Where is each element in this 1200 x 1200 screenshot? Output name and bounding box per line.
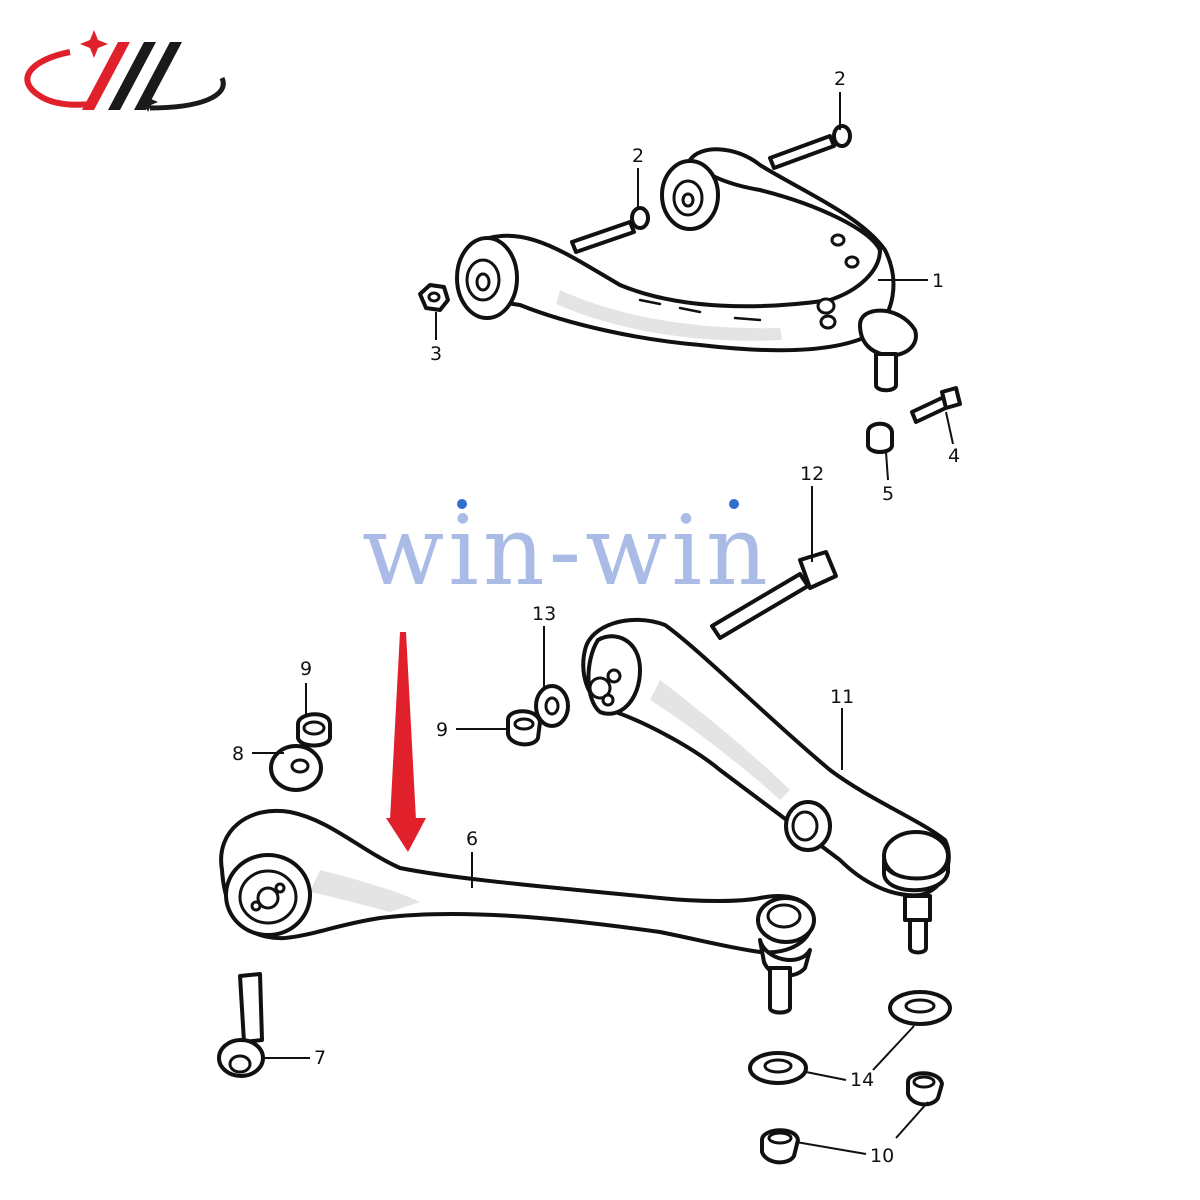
nut-10-b [760,1128,800,1165]
lower-control-arm [219,808,816,1015]
callout-9-left: 9 [300,658,312,680]
trailing-arm [581,617,951,955]
callout-12: 12 [800,463,824,485]
callout-11: 11 [830,686,854,708]
callout-9-mid: 9 [436,719,448,741]
callout-labels: 1 2 2 3 4 5 6 7 8 9 9 10 11 12 13 14 [232,68,960,1167]
leader-lines [252,92,954,1155]
upper-control-arm [455,147,918,393]
callout-3: 3 [430,343,442,365]
callout-7: 7 [314,1047,326,1069]
brand-logo [24,30,226,112]
callout-5: 5 [882,483,894,505]
callout-8: 8 [232,743,244,765]
callout-2-upper: 2 [834,68,846,90]
nut-10-a [906,1071,944,1107]
red-arrow [386,632,426,852]
callout-1: 1 [932,270,944,292]
bushing-8 [269,744,323,792]
washer-14-a [888,990,952,1026]
callout-14: 14 [850,1069,874,1091]
nut-5 [866,421,894,454]
bushing-9-top [296,712,332,748]
washer-14-b [748,1051,808,1085]
nut-3 [418,283,450,312]
callout-6: 6 [466,828,478,850]
callout-4: 4 [948,445,960,467]
washer-13 [534,684,570,728]
bolt-7 [217,972,265,1078]
bolt-2-a [570,206,650,254]
bolt-2-b [768,124,852,170]
bushing-9-mid [506,709,542,747]
watermark: win-win [362,495,772,607]
bolt-12 [710,550,838,640]
watermark-text: win-win [362,495,772,607]
callout-2-lower: 2 [632,145,644,167]
bolt-4 [910,386,962,424]
callout-10: 10 [870,1145,894,1167]
callout-13: 13 [532,603,556,625]
